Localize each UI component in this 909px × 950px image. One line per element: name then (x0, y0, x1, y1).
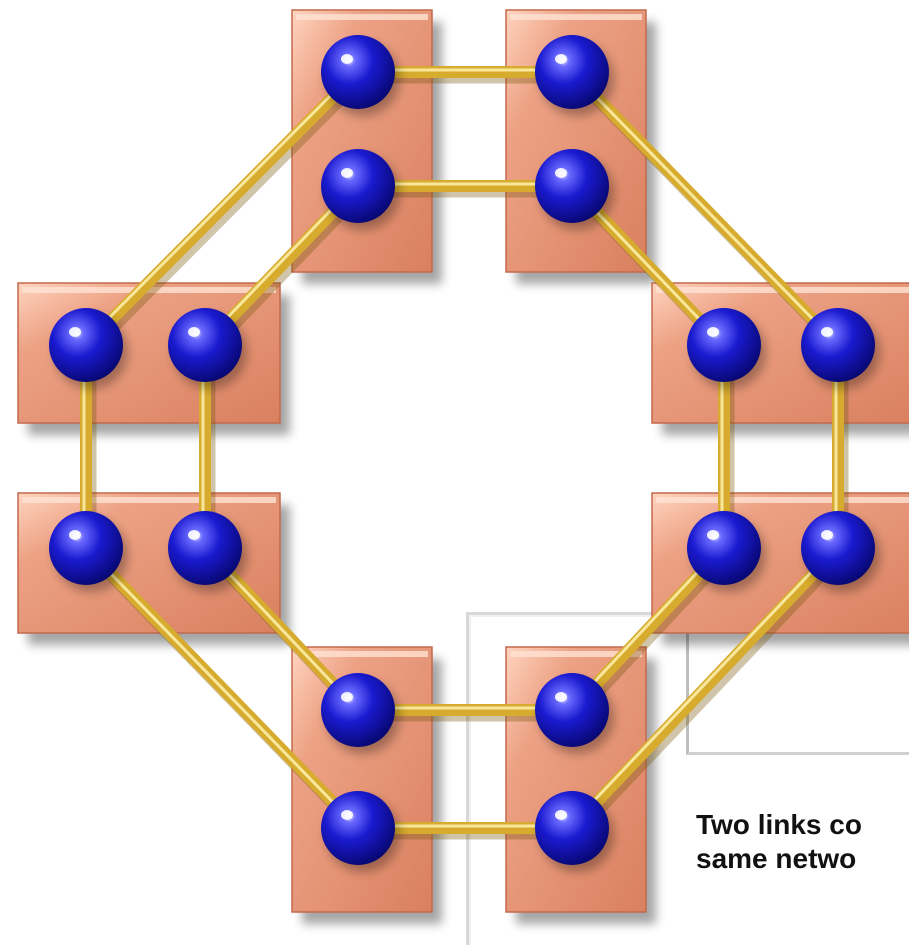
inner-node-5 (535, 673, 614, 754)
links (80, 66, 849, 840)
inner-node-2-glint (555, 168, 567, 178)
pad-bottom-right-highlight (510, 651, 642, 657)
inner-node-6 (321, 673, 400, 754)
inner-node-1-sphere (321, 149, 395, 223)
pads (17, 9, 909, 913)
pad-top-left-highlight (296, 14, 428, 20)
outer-node-8-glint (69, 327, 81, 337)
outer-link-8-body (80, 66, 364, 351)
outer-link-8 (80, 66, 369, 357)
outer-node-4 (801, 511, 880, 592)
outer-node-8 (49, 308, 128, 389)
outer-node-3-glint (821, 327, 833, 337)
outer-node-8-sphere (49, 308, 123, 382)
outer-node-7-glint (69, 530, 81, 540)
outer-link-8-highlight (82, 68, 358, 345)
inner-node-3-sphere (687, 308, 761, 382)
inner-node-8-sphere (168, 308, 242, 382)
outer-node-5-sphere (535, 791, 609, 865)
nodes (49, 35, 880, 872)
outer-node-2 (535, 35, 614, 116)
inner-node-1 (321, 149, 400, 230)
inner-node-5-sphere (535, 673, 609, 747)
inner-node-4-glint (707, 530, 719, 540)
outer-link-2-highlight (568, 68, 838, 345)
outer-node-2-glint (555, 54, 567, 64)
outer-node-1-glint (341, 54, 353, 64)
outer-node-5-glint (555, 810, 567, 820)
outer-link-4-highlight (568, 544, 838, 828)
inner-node-3-glint (707, 327, 719, 337)
outer-node-7 (49, 511, 128, 592)
caption-text: Two links co same netwo (696, 808, 862, 876)
outer-link-6 (80, 542, 369, 840)
inner-node-8-glint (188, 327, 200, 337)
caption-line-1: Two links co (696, 809, 862, 840)
inner-node-1-glint (341, 168, 353, 178)
inner-node-6-glint (341, 692, 353, 702)
inner-node-2-sphere (535, 149, 609, 223)
outer-node-7-sphere (49, 511, 123, 585)
outer-node-3-sphere (801, 308, 875, 382)
outer-node-6-sphere (321, 791, 395, 865)
outer-link-6-highlight (82, 544, 358, 828)
outer-link-4-body (566, 542, 844, 834)
outer-node-6-glint (341, 810, 353, 820)
inner-node-5-glint (555, 692, 567, 702)
pad-bottom-left-highlight (296, 651, 428, 657)
inner-node-4 (687, 511, 766, 592)
outer-node-3 (801, 308, 880, 389)
inner-node-7-glint (188, 530, 200, 540)
inner-node-6-sphere (321, 673, 395, 747)
pad-shadows (28, 22, 909, 924)
outer-link-2 (566, 66, 849, 357)
outer-node-1 (321, 35, 400, 116)
outer-node-4-glint (821, 530, 833, 540)
inner-node-8 (168, 308, 247, 389)
outer-node-1-sphere (321, 35, 395, 109)
pad-right-lower-highlight (656, 497, 909, 503)
inner-node-4-sphere (687, 511, 761, 585)
inner-node-2 (535, 149, 614, 230)
outer-link-4 (566, 542, 849, 840)
inner-link-4-highlight (568, 544, 724, 710)
pad-left-lower-highlight (22, 497, 276, 503)
outer-node-6 (321, 791, 400, 872)
pad-top-right-highlight (510, 14, 642, 20)
inner-node-3 (687, 308, 766, 389)
outer-node-2-sphere (535, 35, 609, 109)
caption-line-2: same netwo (696, 843, 857, 874)
outer-node-5 (535, 791, 614, 872)
inner-node-7-sphere (168, 511, 242, 585)
inner-node-7 (168, 511, 247, 592)
outer-node-4-sphere (801, 511, 875, 585)
outer-link-8-shadow (83, 70, 369, 357)
outer-link-4-shadow (569, 546, 849, 840)
